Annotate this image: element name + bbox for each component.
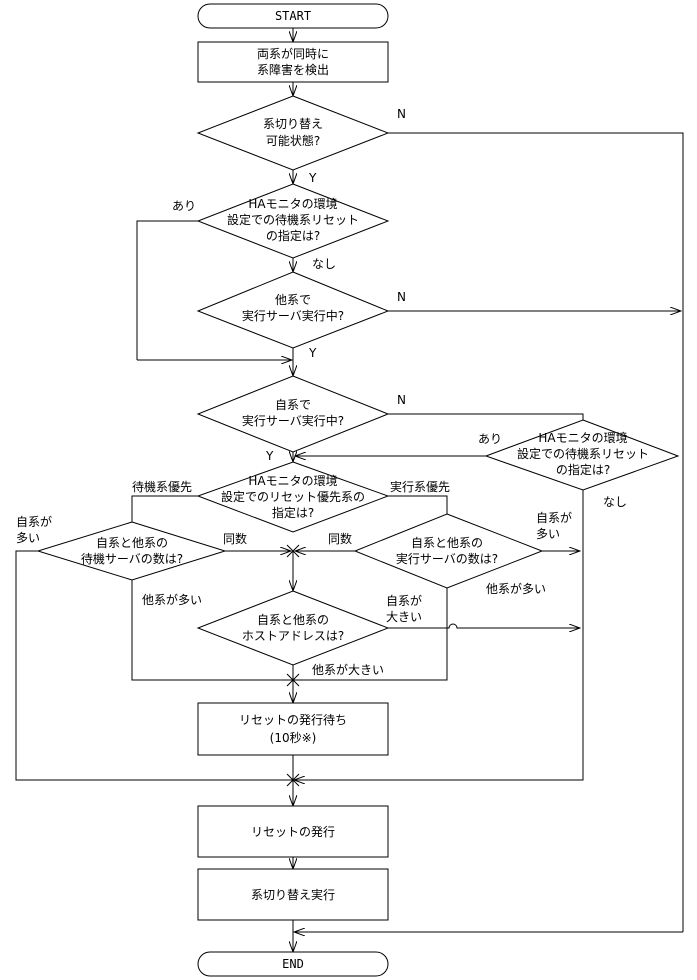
- junction-marks: [286, 544, 300, 787]
- wait-line-1: リセットの発行待ち: [239, 713, 347, 727]
- priority-line-1: HAモニタの環境: [248, 473, 337, 488]
- end-terminal: [197, 951, 389, 977]
- switch-box: [197, 868, 389, 921]
- end-label: END: [282, 957, 304, 971]
- junction-mark-same-b: [286, 544, 300, 558]
- label-other-more-left: 他系が多い: [142, 592, 202, 607]
- label-n-1: N: [397, 107, 406, 121]
- reset-box: [197, 805, 389, 858]
- active-count-line-1: 自系と他系の: [411, 536, 483, 550]
- active-count-line-2: 実行サーバの数は?: [396, 551, 498, 566]
- switchable-line-1: 系切り替え: [263, 117, 323, 131]
- ha-env-right-line-1: HAモニタの環境: [538, 430, 627, 445]
- label-ari-1: あり: [172, 199, 196, 213]
- label-y-2: Y: [308, 346, 317, 360]
- wait-box: [197, 702, 389, 756]
- other-running-decision: [196, 271, 390, 349]
- junction-mark-collector-b: [286, 773, 300, 787]
- label-self-larger-1: 自系が: [386, 593, 422, 608]
- standby-count-line-1: 自系と他系の: [96, 536, 168, 550]
- switchable-line-2: 可能状態?: [266, 133, 320, 148]
- label-same-right: 同数: [328, 531, 352, 546]
- label-ari-2: あり: [478, 432, 502, 446]
- label-self-more-left-2: 多い: [16, 531, 40, 545]
- self-running-decision: [196, 375, 390, 453]
- connector-standby-priority: [131, 495, 198, 522]
- other-running-line-2: 実行サーバ実行中?: [242, 308, 344, 323]
- self-running-line-2: 実行サーバ実行中?: [242, 413, 344, 428]
- other-running-line-1: 他系で: [275, 293, 311, 307]
- priority-line-3: 指定は?: [272, 505, 314, 520]
- active-count-decision: [353, 513, 544, 589]
- label-n-2: N: [397, 290, 406, 304]
- start-terminal: [197, 3, 389, 29]
- junction-mark-host-b: [286, 673, 300, 687]
- connector-n-right-rail: [388, 132, 684, 932]
- self-running-line-1: 自系で: [275, 398, 311, 412]
- label-y-1: Y: [308, 171, 317, 185]
- standby-count-decision: [36, 521, 227, 581]
- label-same-left: 同数: [223, 531, 247, 546]
- priority-decision: [196, 461, 390, 533]
- connector-standby-self-more: [15, 550, 293, 781]
- label-other-more-right: 他系が多い: [486, 581, 546, 596]
- label-self-more-right-2: 多い: [536, 527, 560, 541]
- label-self-more-left-1: 自系が: [16, 514, 52, 529]
- connectors: [15, 28, 684, 952]
- label-nashi-2: なし: [603, 495, 627, 509]
- detect-line-1: 両系が同時に: [257, 46, 329, 61]
- switchable-decision: [196, 95, 390, 171]
- standby-count-line-2: 待機サーバの数は?: [81, 551, 183, 566]
- label-self-larger-2: 大きい: [386, 610, 422, 624]
- host-address-line-1: 自系と他系の: [257, 613, 329, 627]
- label-other-larger: 他系が大きい: [312, 662, 384, 677]
- connector-active-other-more: [293, 588, 448, 681]
- label-self-more-right-1: 自系が: [536, 510, 572, 525]
- priority-line-2: 設定でのリセット優先系の: [221, 489, 365, 504]
- host-address-decision: [196, 590, 390, 666]
- label-nashi-1: なし: [312, 257, 336, 271]
- ha-env-right-line-3: の指定は?: [556, 462, 610, 477]
- connector-ari-left: [136, 220, 198, 360]
- label-n-3: N: [397, 393, 406, 407]
- ha-env-right-line-2: 設定での待機系リセット: [517, 446, 649, 461]
- host-address-line-2: ホストアドレスは?: [242, 629, 344, 643]
- connector-self-n: [388, 413, 584, 420]
- ha-env-right-decision: [484, 419, 680, 491]
- start-label: START: [275, 9, 311, 23]
- wait-line-2: (10秒※): [270, 731, 317, 745]
- ha-env-line-1: HAモニタの環境: [248, 196, 337, 211]
- reset-line: リセットの発行: [251, 825, 335, 839]
- label-y-3: Y: [265, 449, 274, 463]
- connector-active-priority: [388, 495, 448, 520]
- ha-env-line-3: の指定は?: [266, 228, 320, 243]
- ha-env-line-2: 設定での待機系リセット: [227, 212, 359, 227]
- connector-host-self-larger: [388, 623, 580, 628]
- detect-box: [197, 41, 389, 83]
- switch-line: 系切り替え実行: [251, 887, 335, 902]
- ha-env-decision: [196, 183, 390, 259]
- label-standby-priority: 待機系優先: [132, 479, 192, 494]
- connector-standby-other-more: [131, 580, 293, 681]
- detect-line-2: 系障害を検出: [257, 62, 329, 77]
- label-active-priority: 実行系優先: [390, 479, 450, 494]
